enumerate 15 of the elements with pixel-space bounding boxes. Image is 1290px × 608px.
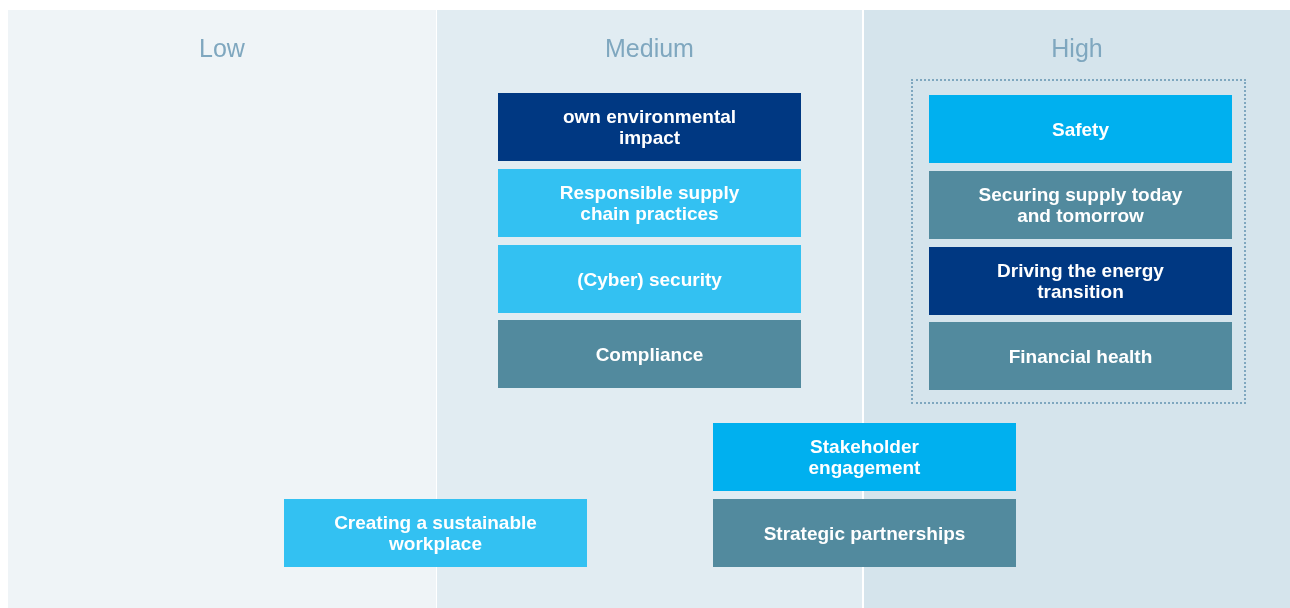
- topic-box: (Cyber) security: [498, 245, 801, 313]
- topic-box: Driving the energy transition: [929, 247, 1232, 315]
- column-heading: Low: [199, 34, 245, 63]
- column-heading: Medium: [605, 34, 694, 63]
- topic-box: Responsible supply chain practices: [498, 169, 801, 237]
- column-heading: High: [1051, 34, 1103, 63]
- topic-box: own environmental impact: [498, 93, 801, 161]
- topic-box: Strategic partnerships: [713, 499, 1016, 567]
- topic-box: Securing supply today and tomorrow: [929, 171, 1232, 239]
- topic-box: Compliance: [498, 320, 801, 388]
- topic-box: Creating a sustainable workplace: [284, 499, 587, 567]
- dotted-frame: [911, 79, 1246, 404]
- topic-box: Safety: [929, 95, 1232, 163]
- topic-box: Financial health: [929, 322, 1232, 390]
- topic-box: Stakeholder engagement: [713, 423, 1016, 491]
